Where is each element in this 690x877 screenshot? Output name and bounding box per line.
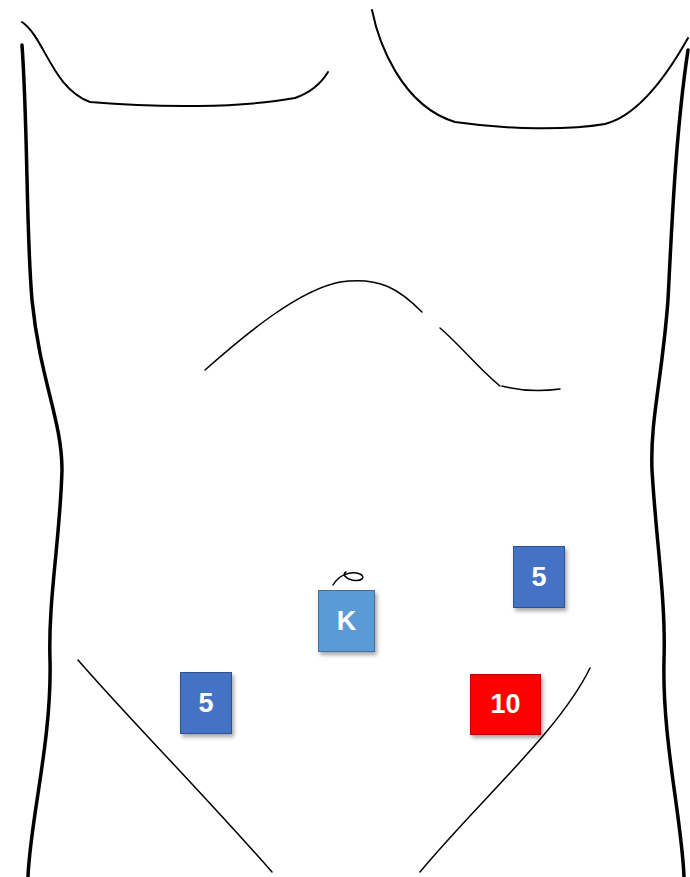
rib-margin-line xyxy=(440,328,500,386)
rib-margin-line xyxy=(205,281,422,370)
callout-number: 5 xyxy=(198,690,213,717)
port-box: 5 xyxy=(180,672,232,734)
left-clavicle-line xyxy=(22,22,328,106)
callout-number: 5 xyxy=(531,564,546,591)
right-torso-side xyxy=(652,50,688,877)
right-inguinal-line xyxy=(420,668,590,872)
camera-port-box: K xyxy=(318,590,375,652)
left-inguinal-line xyxy=(78,660,272,872)
callout-number: 10 xyxy=(490,691,520,718)
callout-number: K xyxy=(337,608,357,635)
port-box: 5 xyxy=(513,546,565,608)
right-clavicle-line xyxy=(372,10,688,128)
left-torso-side xyxy=(22,45,62,877)
navel xyxy=(333,572,363,585)
rib-margin-line xyxy=(502,386,560,391)
main-port-box: 10 xyxy=(470,674,541,735)
